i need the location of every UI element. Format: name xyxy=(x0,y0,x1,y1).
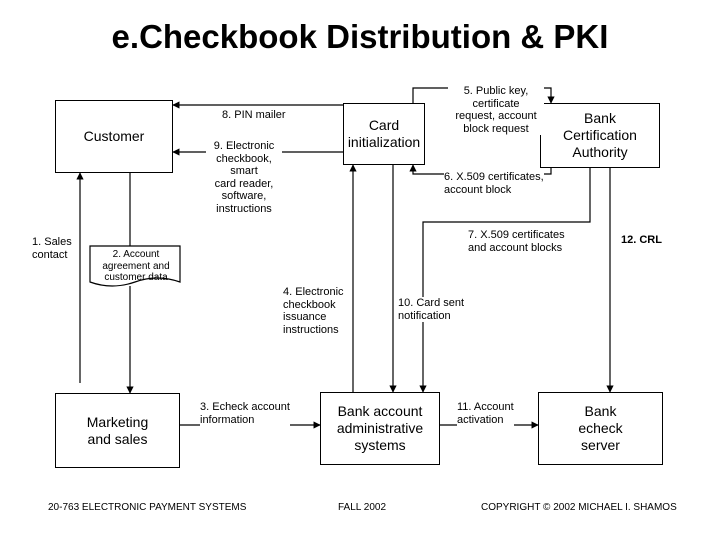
label-electronic-checkbook: 9. Electronic checkbook, smart card read… xyxy=(206,140,282,215)
footer-copyright: COPYRIGHT © 2002 MICHAEL I. SHAMOS xyxy=(481,502,677,513)
bank-ca-label: Bank Certification Authority xyxy=(563,110,637,160)
footer-term: FALL 2002 xyxy=(338,502,387,513)
customer-label: Customer xyxy=(83,128,145,144)
label-pin-mailer: 8. PIN mailer xyxy=(222,109,286,122)
page-title: e.Checkbook Distribution & PKI xyxy=(111,18,609,55)
customer-node: Customer xyxy=(55,100,173,173)
account-agreement-document xyxy=(89,245,181,287)
document-label: 2. Account agreement and customer data xyxy=(102,249,170,283)
label-x509-certificates: 6. X.509 certificates, account block xyxy=(444,171,544,196)
label-x509-account-blocks: 7. X.509 certificates and account blocks xyxy=(468,229,565,254)
label-sales-contact: 1. Sales contact xyxy=(32,236,72,261)
arrow-x509-account-blocks xyxy=(419,168,591,393)
label-echeck-info: 3. Echeck account information xyxy=(200,401,290,426)
footer-course: 20-763 ELECTRONIC PAYMENT SYSTEMS xyxy=(48,502,247,513)
bank-echeck-server-node: Bank echeck server xyxy=(538,392,663,465)
label-account-activation: 11. Account activation xyxy=(457,401,514,426)
bank-admin-systems-node: Bank account administrative systems xyxy=(320,392,440,465)
marketing-sales-label: Marketing and sales xyxy=(86,413,149,447)
label-public-key: 5. Public key, certificate request, acco… xyxy=(448,85,544,135)
card-initialization-label: Card initialization xyxy=(347,117,421,150)
marketing-sales-node: Marketing and sales xyxy=(55,393,180,468)
card-initialization-node: Card initialization xyxy=(343,103,425,165)
bank-admin-label: Bank account administrative systems xyxy=(336,403,424,453)
label-issuance: 4. Electronic checkbook issuance instruc… xyxy=(283,286,344,336)
label-card-sent: 10. Card sent notification xyxy=(398,297,465,322)
label-crl: 12. CRL xyxy=(621,234,662,247)
bank-certification-authority-node: Bank Certification Authority xyxy=(540,103,660,168)
echeck-server-label: Bank echeck server xyxy=(578,403,623,453)
